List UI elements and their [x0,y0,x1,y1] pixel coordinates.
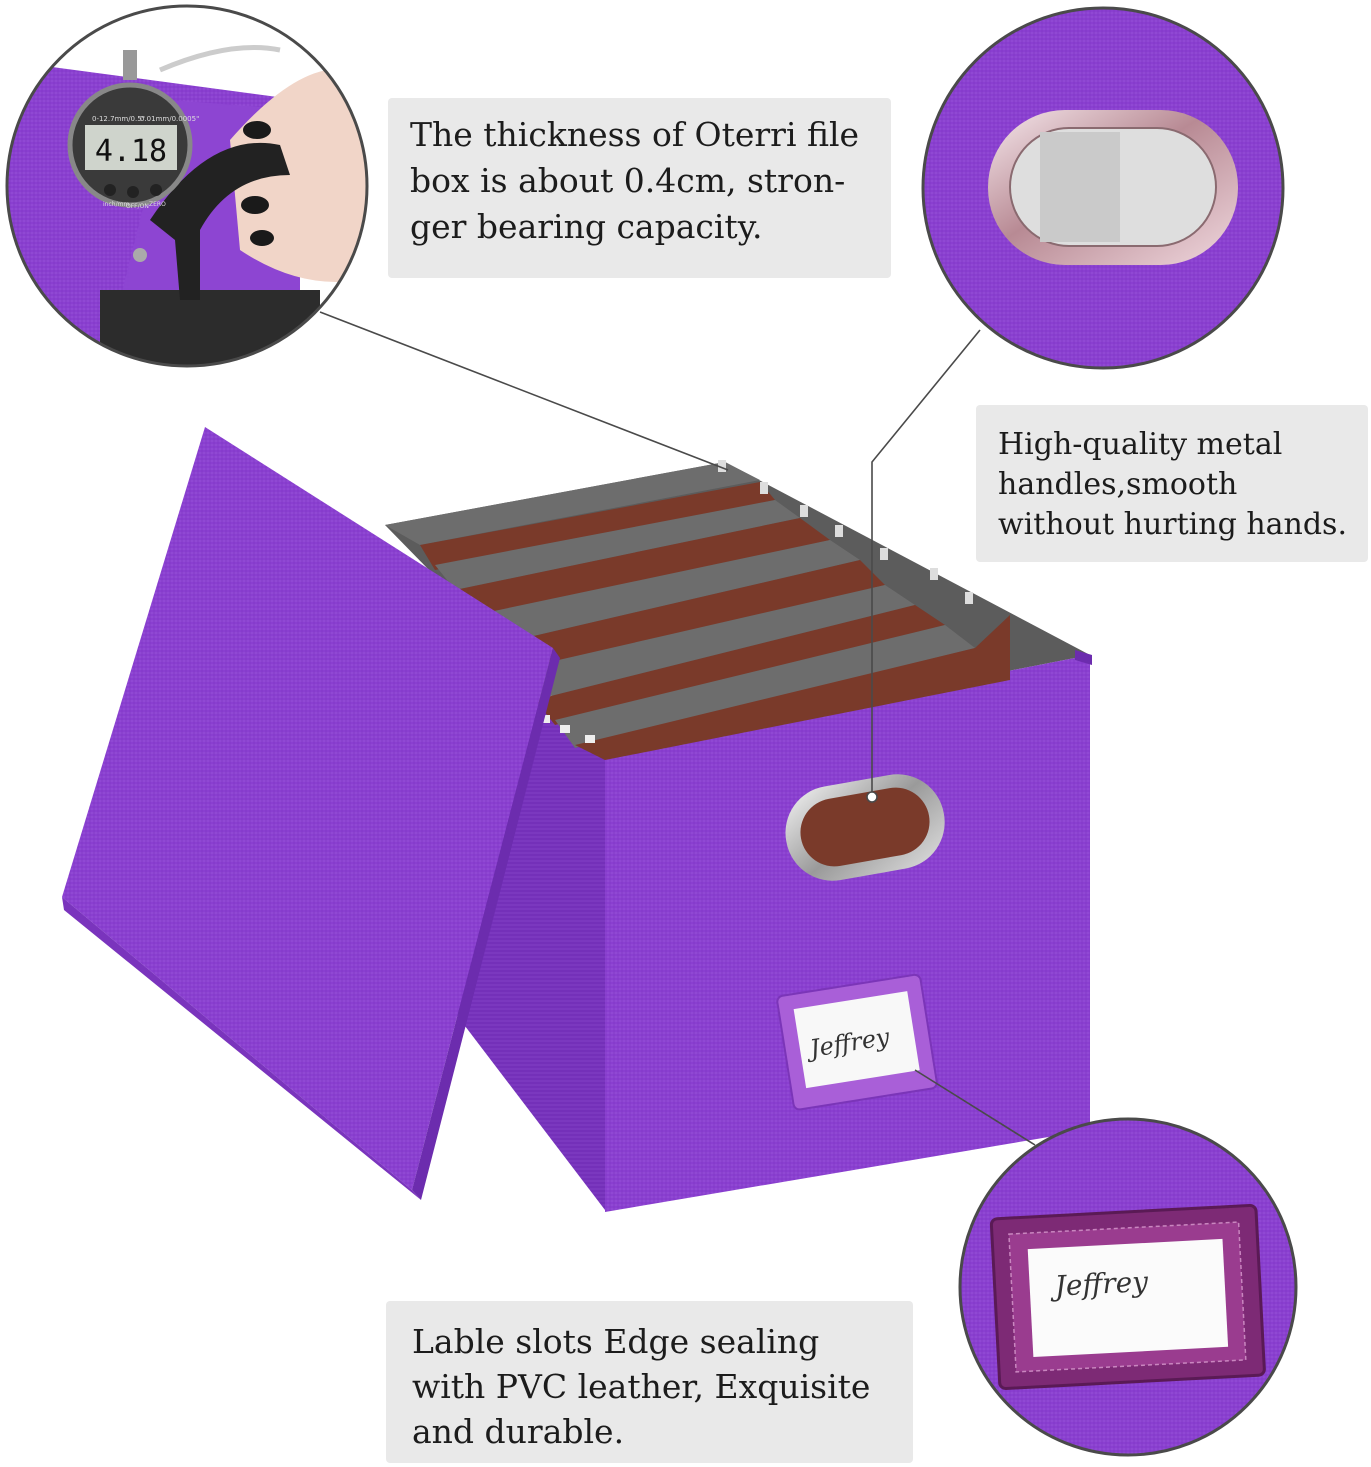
box-lid [62,427,560,1200]
callout-handles-line-2: handles,smooth [998,467,1238,502]
leader-lines [319,311,1036,1146]
file-box: Jeffrey [385,460,1092,1212]
callout-handles: High-quality metal handles,smooth withou… [976,405,1368,562]
box-front-face [605,655,1090,1212]
gauge-button-off-on [127,186,139,198]
hanging-folders [385,460,1010,760]
callout-label-slot: Lable slots Edge sealing with PVC leathe… [386,1301,913,1463]
detail-thickness-gauge: 4.18 0-12.7mm/0.5" 0.01mm/0.0005" inch/m… [5,4,369,368]
gauge-range: 0-12.7mm/0.5" [92,115,145,123]
label-slot: Jeffrey [776,973,938,1111]
callout-thickness: The thickness of Oterri file box is abou… [388,98,891,278]
gauge-button-zero [150,184,162,196]
callout-thickness-line-3: ger bearing capacity. [410,207,763,246]
detail-label-slot: Jeffrey [958,1117,1298,1457]
callout-handles-line-1: High-quality metal [998,427,1283,462]
gauge-reading: 4.18 [95,134,167,169]
metal-handle [785,774,945,881]
callout-thickness-line-2: box is about 0.4cm, stron- [410,161,846,200]
callout-thickness-line-1: The thickness of Oterri file [410,115,860,154]
callout-label-line-3: and durable. [412,1412,625,1451]
svg-text:inch/mm: inch/mm [103,201,129,208]
svg-text:ZERO: ZERO [149,201,166,208]
gauge-resolution: 0.01mm/0.0005" [140,115,199,123]
callout-label-line-1: Lable slots Edge sealing [412,1322,820,1361]
gauge-button-inch-mm [104,184,116,196]
label-card-name: Jeffrey [1049,1265,1150,1303]
svg-text:OFF/ON: OFF/ON [126,203,149,210]
callout-handles-line-3: without hurting hands. [998,507,1347,542]
callout-label-line-2: with PVC leather, Exquisite [412,1367,871,1406]
detail-metal-handle [921,6,1285,370]
